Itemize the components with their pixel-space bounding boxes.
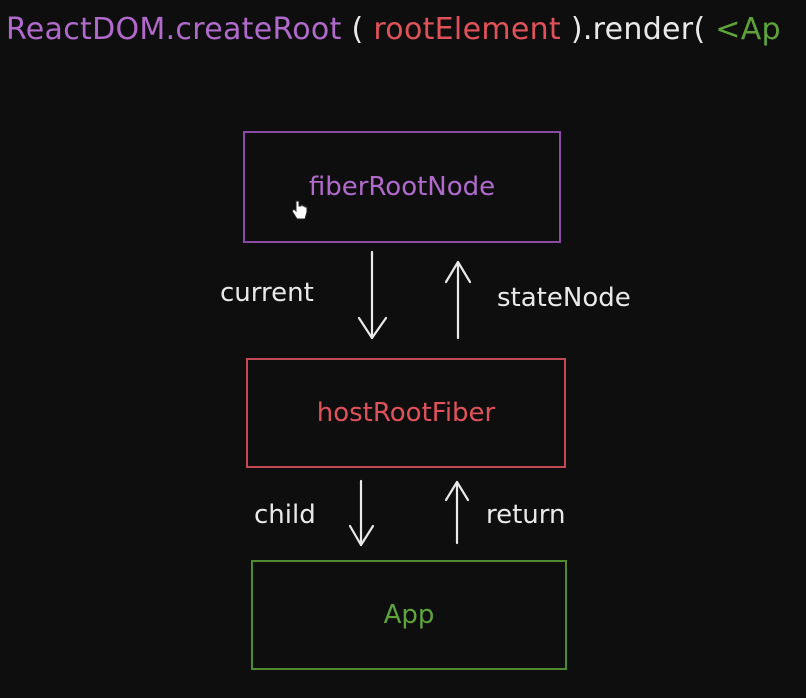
code-react-dom-create-root: ReactDOM.createRoot <box>6 12 342 47</box>
code-app-jsx: <Ap <box>715 12 781 47</box>
fiber-root-node-label: fiberRootNode <box>308 172 496 202</box>
current-arrow-down <box>357 250 388 340</box>
app-label: App <box>383 600 435 630</box>
child-arrow-down <box>348 479 375 547</box>
code-open-paren: ( <box>341 12 374 47</box>
code-root-element: rootElement <box>373 12 561 47</box>
fiber-root-node-box: fiberRootNode <box>243 131 561 243</box>
return-label: return <box>486 500 566 530</box>
hand-cursor-icon <box>291 200 308 220</box>
state-node-arrow-up <box>444 260 472 340</box>
current-label: current <box>220 278 314 308</box>
state-node-label: stateNode <box>497 283 631 313</box>
code-snippet: ReactDOM.createRoot ( rootElement ).rend… <box>6 12 781 47</box>
return-arrow-up <box>444 480 470 545</box>
host-root-fiber-box: hostRootFiber <box>246 358 566 468</box>
code-render-call: ).render( <box>560 12 716 47</box>
host-root-fiber-label: hostRootFiber <box>316 398 496 428</box>
child-label: child <box>254 500 316 530</box>
app-box: App <box>251 560 567 670</box>
